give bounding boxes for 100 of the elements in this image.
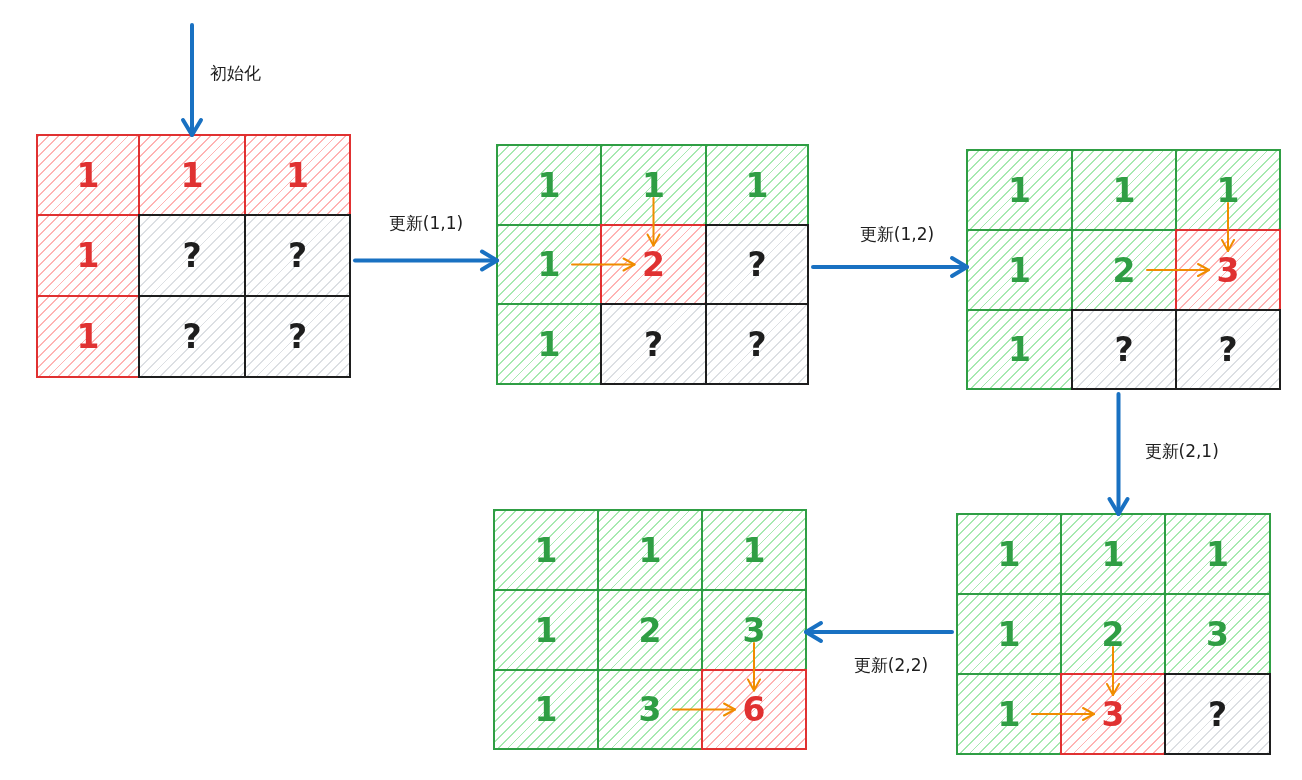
cell-value: 1	[1216, 173, 1240, 207]
arrow	[1031, 707, 1095, 721]
cell-value: 1	[534, 533, 558, 567]
arrow	[181, 23, 203, 137]
edge-label: 更新(1,2)	[859, 223, 935, 245]
grid-cell	[493, 509, 599, 591]
grid-cell	[600, 303, 707, 385]
grid-cell	[36, 295, 140, 378]
cell-value: 1	[1112, 173, 1136, 207]
cell-value: 1	[76, 239, 100, 272]
grid-cell	[138, 295, 246, 378]
cell-value: 1	[1008, 173, 1031, 207]
grid-cell	[244, 295, 351, 378]
arrow	[1106, 646, 1120, 696]
grid-cell	[1164, 593, 1271, 675]
grid-cell	[244, 214, 351, 297]
cell-value: ?	[182, 239, 202, 272]
cell-value: 3	[1101, 697, 1125, 731]
grid-cell	[966, 229, 1073, 311]
cell-value: ?	[182, 320, 202, 353]
cell-value: 1	[180, 158, 204, 192]
grid-cell	[1175, 309, 1281, 390]
cell-value: 1	[1101, 537, 1125, 571]
grid-cell	[956, 513, 1062, 595]
cell-value: 2	[638, 613, 662, 647]
grid-cell	[493, 589, 599, 671]
grid-cell	[1175, 229, 1281, 311]
grid-cell	[138, 214, 246, 297]
grid-cell	[600, 144, 707, 226]
cell-value: 1	[534, 693, 558, 726]
grid-cell	[1071, 309, 1177, 390]
grid-cell	[705, 144, 809, 226]
cell-value: 1	[997, 617, 1021, 651]
edge-label: 更新(1,1)	[388, 212, 464, 233]
grid-cell	[1164, 673, 1271, 755]
cell-value: ?	[747, 248, 767, 281]
grid-cell	[1060, 513, 1166, 595]
grid-cell	[1060, 673, 1166, 755]
arrow	[646, 197, 661, 247]
arrow	[571, 257, 636, 272]
cell-value: 3	[1216, 253, 1240, 287]
cell-value: 2	[1112, 253, 1136, 287]
cell-value: 3	[1206, 617, 1229, 651]
grid-cell	[701, 509, 807, 591]
cell-value: 1	[286, 158, 309, 192]
grid-cell	[701, 669, 807, 750]
grid-cell	[1164, 513, 1271, 595]
edge-label: 初始化	[210, 62, 261, 84]
grid-cell	[493, 669, 599, 750]
arrow	[1221, 202, 1235, 252]
cell-value: ?	[747, 327, 767, 361]
cell-value: 1	[537, 168, 561, 202]
cell-value: ?	[1207, 697, 1228, 731]
cell-value: 1	[76, 158, 100, 192]
arrow	[1107, 392, 1130, 516]
grid-cell	[36, 214, 140, 297]
cell-value: 1	[997, 537, 1021, 571]
cell-value: 1	[1008, 333, 1031, 366]
cell-value: 1	[1206, 537, 1229, 571]
cell-value: 3	[638, 693, 662, 726]
grid-cell	[1060, 593, 1166, 675]
arrow	[1146, 263, 1210, 277]
grid-cell	[496, 144, 602, 226]
grid-cell	[244, 134, 351, 216]
grid-cell	[956, 673, 1062, 755]
grid-cell	[597, 509, 703, 591]
grid-cell	[496, 303, 602, 385]
arrow	[353, 249, 499, 272]
grid-cell	[600, 224, 707, 305]
grid-cell	[705, 303, 809, 385]
cell-value: 1	[537, 327, 561, 361]
grid-cell	[597, 589, 703, 671]
cell-value: 6	[742, 693, 766, 726]
grid-cell	[1175, 149, 1281, 231]
cell-value: ?	[287, 239, 308, 272]
grid-cell	[138, 134, 246, 216]
cell-value: 2	[1101, 617, 1125, 651]
grid-cell	[966, 309, 1073, 390]
grid-cell	[956, 593, 1062, 675]
arrow	[672, 702, 736, 717]
arrow	[804, 621, 954, 643]
grid-cell	[496, 224, 602, 305]
cell-value: 1	[638, 533, 662, 567]
edge-label: 更新(2,2)	[853, 654, 929, 676]
cell-value: 1	[745, 168, 769, 202]
grid-cell	[701, 589, 807, 671]
cell-value: 1	[642, 168, 665, 202]
grid-cell	[966, 149, 1073, 231]
cell-value: 1	[1008, 253, 1031, 287]
edge-label: 更新(2,1)	[1144, 440, 1219, 462]
arrow	[747, 642, 761, 692]
cell-value: 1	[76, 320, 100, 353]
cell-value: 1	[537, 248, 561, 281]
grid-cell	[1071, 149, 1177, 231]
cell-value: 1	[997, 697, 1021, 731]
cell-value: 3	[742, 613, 766, 647]
cell-value: 1	[534, 613, 558, 647]
grid-cell	[1071, 229, 1177, 311]
cell-value: 1	[742, 533, 766, 567]
cell-value: ?	[287, 320, 308, 353]
